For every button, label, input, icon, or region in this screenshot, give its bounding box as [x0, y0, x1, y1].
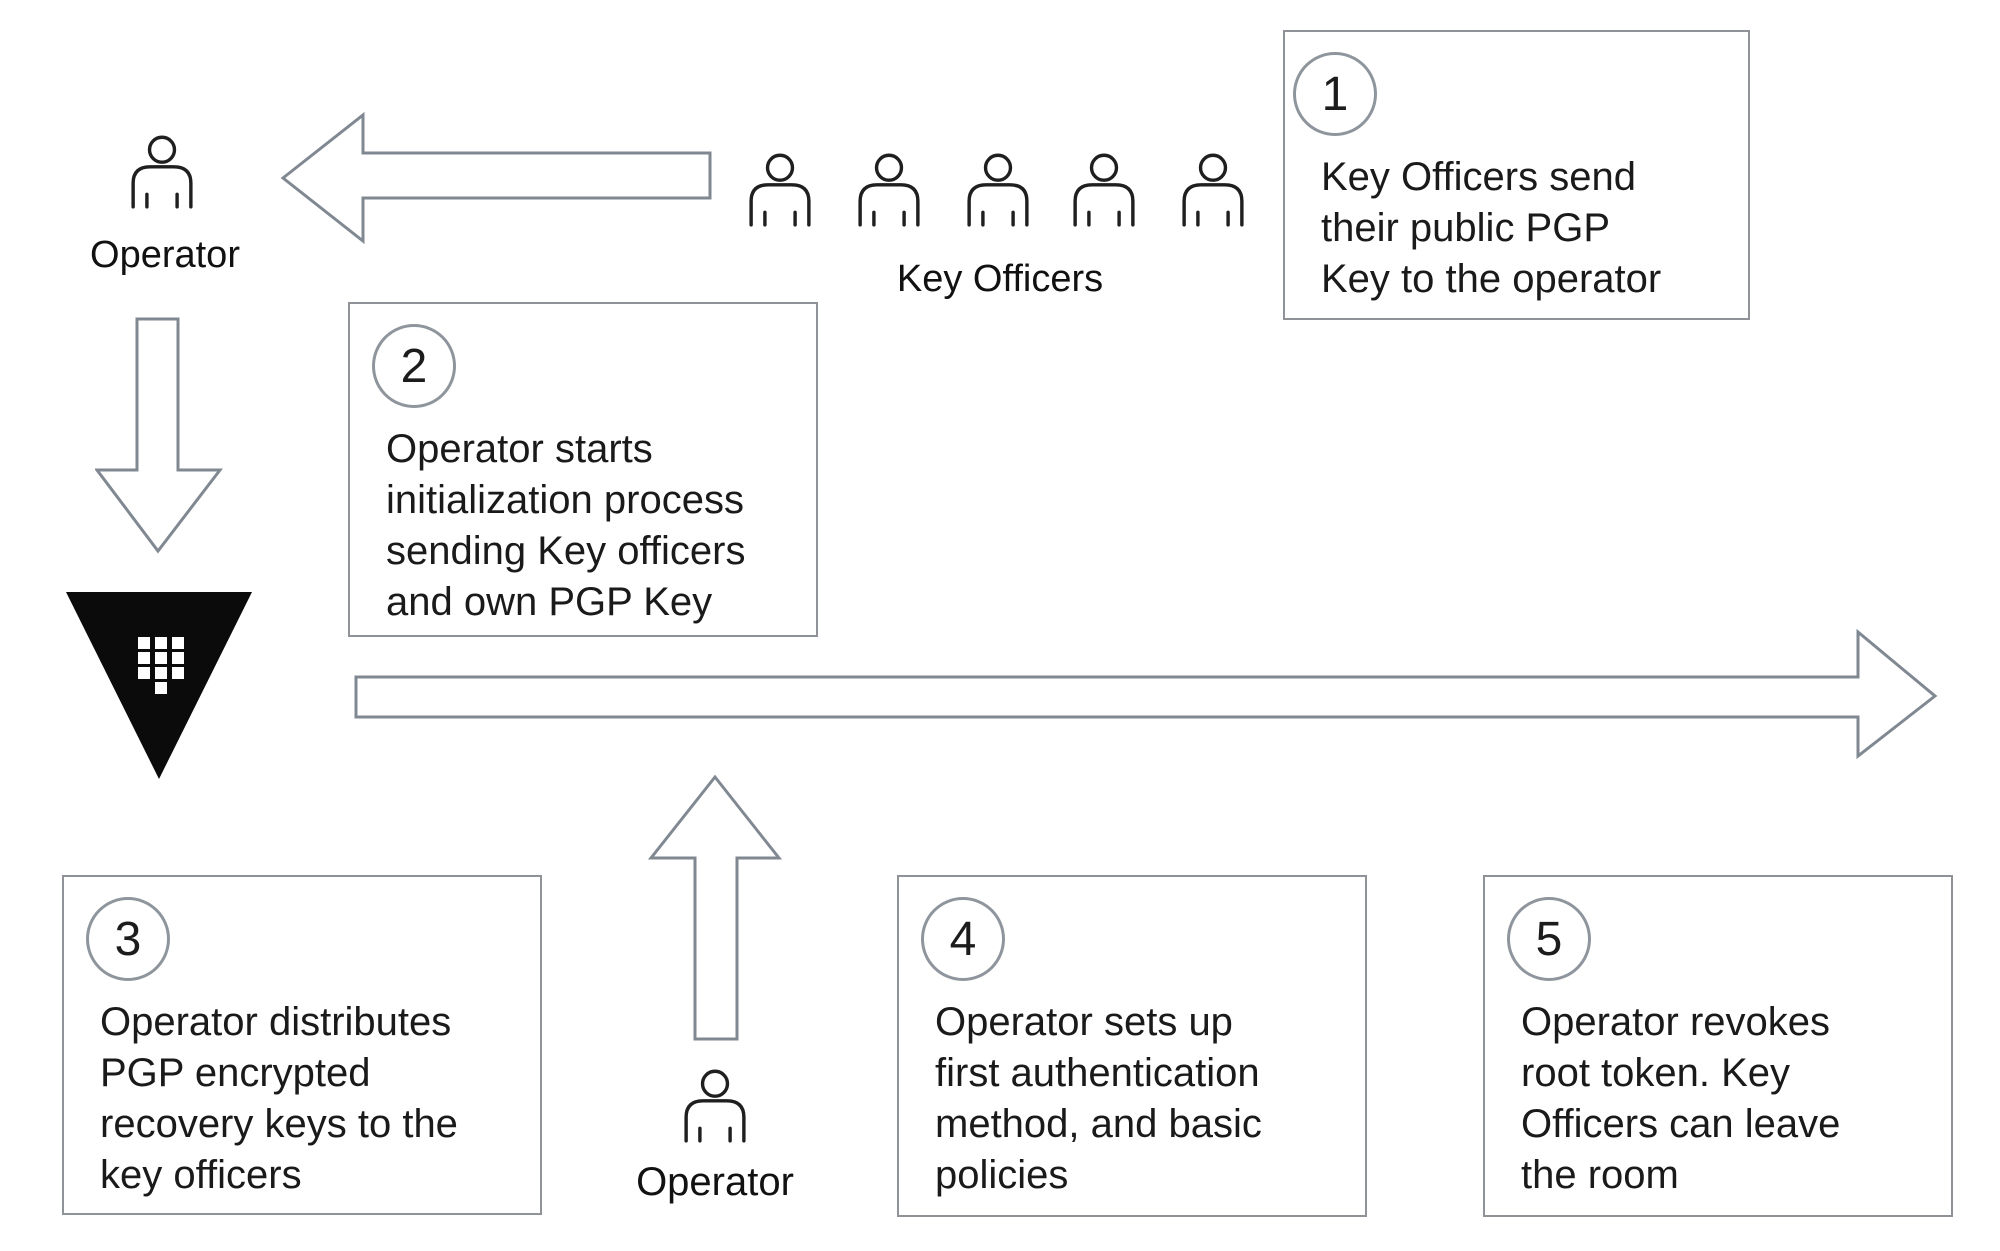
step-2-number-circle: 2 — [372, 324, 456, 408]
key-officer-5-person-icon — [1171, 150, 1255, 234]
key-officer-4-person-icon — [1062, 150, 1146, 234]
key-officer-1-person-icon — [738, 150, 822, 234]
step-5-box: 5 Operator revokes root token. Key Offic… — [1483, 875, 1953, 1217]
arrow-left-icon — [280, 112, 712, 244]
key-officer-3-person-icon — [956, 150, 1040, 234]
step-4-number-circle: 4 — [921, 897, 1005, 981]
vault-logo-icon — [66, 592, 252, 779]
step-2-box: 2 Operator starts initialization process… — [348, 302, 818, 637]
operator-bottom-person-icon — [673, 1066, 757, 1150]
operator-top-label: Operator — [90, 234, 240, 276]
step-3-number-circle: 3 — [86, 897, 170, 981]
step-3-text: Operator distributes PGP encrypted recov… — [100, 1000, 458, 1197]
arrow-right-icon — [354, 629, 1938, 760]
step-4-box: 4 Operator sets up first authentication … — [897, 875, 1367, 1217]
arrow-down-icon — [95, 317, 223, 554]
step-1-text: Key Officers send their public PGP Key t… — [1321, 155, 1662, 301]
step-1-box: 1 Key Officers send their public PGP Key… — [1283, 30, 1750, 320]
step-4-text: Operator sets up first authentication me… — [935, 1000, 1262, 1197]
key-officers-label: Key Officers — [896, 258, 1104, 300]
step-5-number-circle: 5 — [1507, 897, 1591, 981]
step-3-box: 3 Operator distributes PGP encrypted rec… — [62, 875, 542, 1215]
operator-top-person-icon — [120, 132, 204, 216]
arrow-up-icon — [648, 774, 783, 1041]
operator-bottom-label: Operator — [636, 1160, 794, 1204]
step-2-text: Operator starts initialization process s… — [386, 427, 746, 624]
key-officer-2-person-icon — [847, 150, 931, 234]
step-1-number-circle: 1 — [1293, 52, 1377, 136]
step-5-text: Operator revokes root token. Key Officer… — [1521, 1000, 1841, 1197]
